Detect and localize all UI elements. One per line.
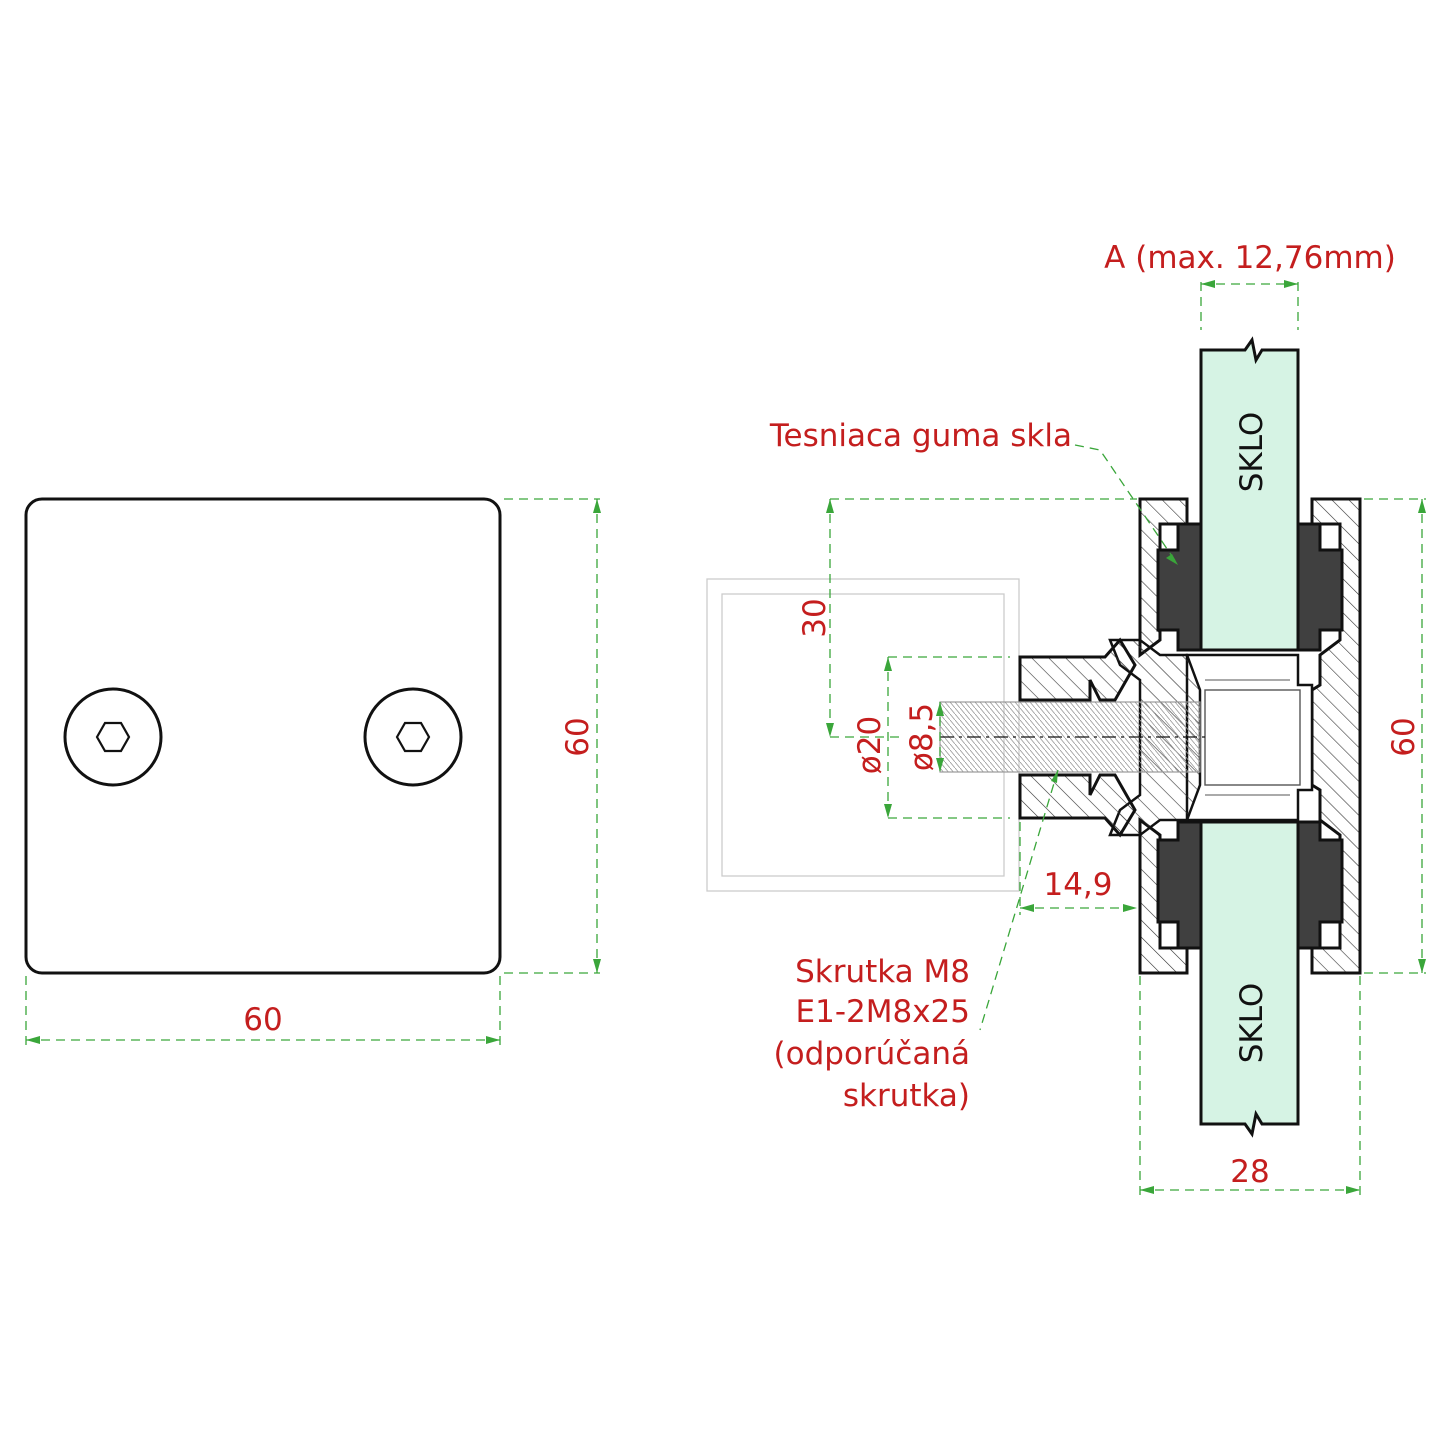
- glass-thickness-label: A (max. 12,76mm): [1104, 240, 1396, 276]
- front-height-dimension: 60: [504, 498, 601, 974]
- front-view: 60 60: [24, 497, 601, 1046]
- front-height-label: 60: [560, 717, 596, 756]
- right-screw-head: [363, 687, 463, 787]
- gasket-callout: Tesniaca guma skla: [769, 418, 1179, 566]
- gasket-label: Tesniaca guma skla: [769, 418, 1072, 454]
- dim-section-width: 28: [1139, 976, 1361, 1196]
- screw-label-line-2: E1-2M8x25: [796, 994, 970, 1030]
- screw-label-line-3: (odporúčaná: [774, 1036, 970, 1072]
- center-sleeve: [1185, 653, 1314, 822]
- dim-section-width-label: 28: [1230, 1154, 1269, 1190]
- dim-d85: ø8,5: [904, 702, 944, 772]
- dim-d20: ø20: [852, 656, 1010, 819]
- section-view: SKLO SKLO: [706, 240, 1426, 1196]
- screw-label-line-1: Skrutka M8: [795, 954, 970, 990]
- dim-d20-label: ø20: [852, 716, 888, 774]
- hex-socket-icon: [395, 721, 431, 753]
- rubber-gaskets: [1156, 522, 1344, 950]
- plate-outline: [24, 497, 502, 975]
- hex-socket-icon: [95, 721, 131, 753]
- dim-14-9-label: 14,9: [1043, 867, 1112, 903]
- glass-top: SKLO: [1199, 336, 1300, 652]
- dim-section-height-label: 60: [1386, 717, 1422, 756]
- adapter-flange: [1018, 637, 1137, 838]
- screw-label-line-4: skrutka): [843, 1078, 970, 1114]
- glass-bottom-label: SKLO: [1234, 983, 1270, 1064]
- dim-14-9: 14,9: [1019, 822, 1137, 915]
- threaded-screw: [939, 701, 1210, 773]
- screw-callout: Skrutka M8 E1-2M8x25 (odporúčaná skrutka…: [774, 769, 1059, 1114]
- front-width-label: 60: [243, 1002, 282, 1038]
- left-screw-head: [63, 687, 163, 787]
- dim-30-label: 30: [797, 598, 833, 637]
- dim-30: 30: [797, 498, 1137, 738]
- dim-d85-label: ø8,5: [904, 703, 940, 771]
- dim-glass-thickness: A (max. 12,76mm): [1104, 240, 1396, 330]
- dim-section-height: 60: [1364, 498, 1426, 974]
- glass-top-label: SKLO: [1234, 412, 1270, 493]
- glass-bottom: SKLO: [1199, 820, 1300, 1138]
- front-width-dimension: 60: [25, 976, 501, 1046]
